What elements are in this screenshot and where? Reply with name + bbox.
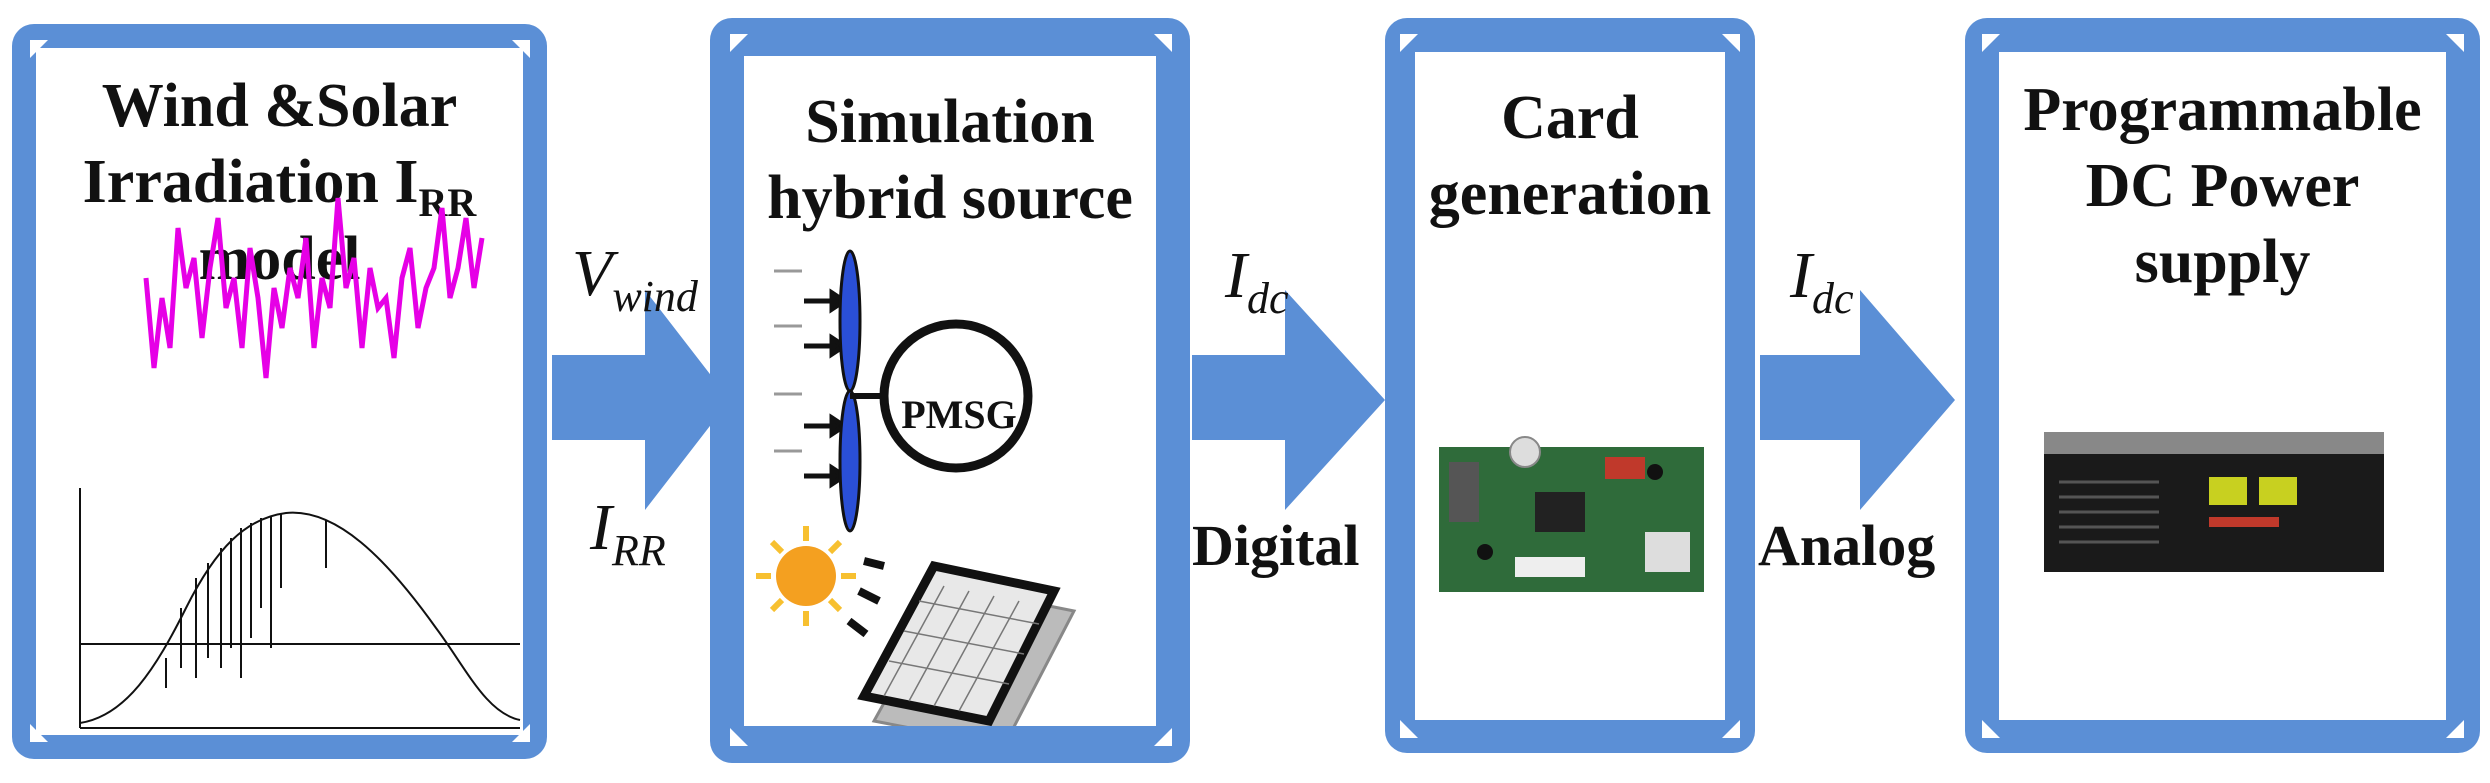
arrow-1-top-label: Vwind: [572, 236, 698, 321]
pcb-connector-3: [1605, 457, 1645, 479]
arrow-2: [1192, 290, 1385, 510]
arrow-1: [552, 290, 730, 510]
title-line: Card: [1501, 84, 1639, 152]
title-line: Programmable: [2023, 76, 2422, 144]
wind-solar-model-block: Wind &Solar Irradiation IRR model: [12, 24, 547, 759]
title-line-text: Irradiation I: [82, 148, 419, 216]
title-line: Irradiation IRR: [36, 144, 523, 227]
pcb-connector-1: [1449, 462, 1479, 522]
power-supply-photo: [2044, 432, 2384, 572]
power-supply-display-1: [2209, 477, 2247, 505]
title-line: hybrid source: [767, 164, 1133, 232]
pcb-connector-2: [1645, 532, 1690, 572]
pcb-component: [1477, 544, 1493, 560]
generator-circle: [879, 319, 1033, 473]
title-line: Wind &Solar: [101, 72, 458, 140]
label-main: I: [1225, 239, 1247, 312]
power-supply-vents: [2059, 480, 2159, 544]
irradiance-curve: [79, 511, 521, 724]
arrow-3: [1760, 290, 1955, 510]
simulation-hybrid-source-block: Simulation hybrid source: [710, 18, 1190, 763]
hybrid-source-diagram: [756, 249, 1077, 726]
arrow-3-bottom-label: Analog: [1758, 513, 1936, 578]
turbine-blade-top: [838, 249, 862, 393]
block-3-title: Card generation: [1415, 80, 1725, 232]
solar-panel: [857, 560, 1061, 726]
title-subscript: RR: [418, 180, 477, 225]
label-main: V: [572, 237, 613, 310]
arrow-2-bottom-label: Digital: [1192, 513, 1360, 578]
turbine-blade-bottom: [838, 389, 862, 533]
wind-arrows: [804, 288, 849, 489]
pcb-capacitor: [1509, 436, 1541, 468]
label-main: I: [590, 491, 612, 564]
sun-rays: [756, 526, 856, 626]
label-subscript: RR: [611, 526, 666, 575]
card-generation-block: Card generation: [1385, 18, 1755, 753]
power-supply-label: [2209, 517, 2279, 527]
pcb-connector-4: [1515, 557, 1585, 577]
label-main: I: [1790, 239, 1812, 312]
label-subscript: dc: [1246, 274, 1289, 323]
sun-icon: [776, 546, 836, 606]
title-line: supply: [2134, 228, 2311, 296]
circuit-card-photo: [1439, 436, 1704, 592]
arrow-1-bottom-label: IRR: [590, 490, 666, 575]
title-line: DC Power: [2085, 152, 2360, 220]
block-4-title: Programmable DC Power supply: [1999, 72, 2446, 300]
pmsg-label: PMSG: [901, 392, 1017, 437]
arrow-3-top-label: Idc: [1790, 238, 1854, 323]
power-supply-top: [2044, 432, 2384, 454]
wind-solar-plot: [79, 197, 521, 729]
pcb-chip: [1535, 492, 1585, 532]
label-subscript: wind: [612, 272, 698, 321]
irradiance-spikes: [165, 514, 327, 688]
sun-dashes: [846, 557, 885, 638]
block-2-title: Simulation hybrid source: [744, 84, 1156, 236]
wind-arrows-gray: [774, 269, 802, 453]
title-line: Simulation: [805, 88, 1095, 156]
solar-panel-grid: [883, 585, 1040, 712]
label-subscript: dc: [1811, 274, 1854, 323]
title-line: generation: [1428, 160, 1712, 228]
pcb-component: [1647, 464, 1663, 480]
arrow-2-top-label: Idc: [1225, 238, 1289, 323]
wind-speed-signal: [143, 197, 485, 379]
programmable-dc-power-supply-block: Programmable DC Power supply: [1965, 18, 2480, 753]
power-supply-display-2: [2259, 477, 2297, 505]
